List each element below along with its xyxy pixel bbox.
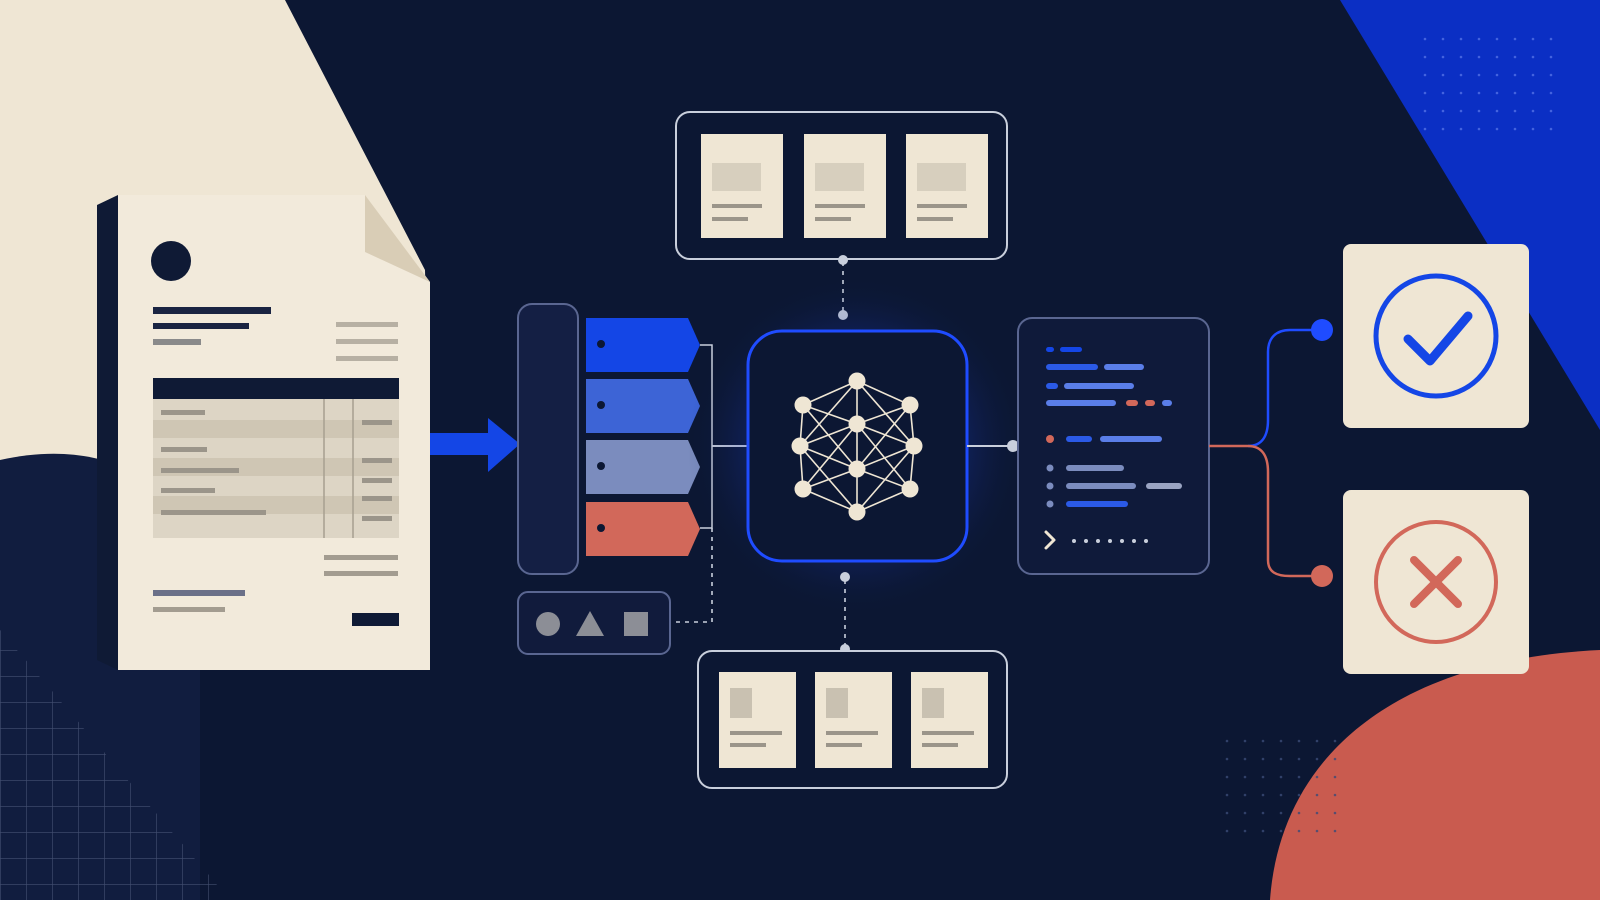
invoice-total-line [324, 571, 398, 576]
invoice-cell-line [362, 496, 392, 501]
example-card [701, 134, 783, 238]
tag-mid-blue [586, 379, 700, 433]
example-card [906, 134, 988, 238]
background-dots-bottom-right [1225, 730, 1340, 840]
invoice-cell-line [161, 410, 205, 415]
invoice-cell-line [362, 458, 392, 463]
background-dots-top-right [1415, 30, 1565, 145]
neural-network-icon [799, 380, 915, 513]
invoice-text-line [336, 322, 398, 327]
invoice-cell-line [161, 510, 266, 515]
invoice-heading-line [153, 323, 249, 329]
invoice-corner-fold [365, 195, 430, 282]
invoice-total-line [324, 555, 398, 560]
circle-icon [536, 612, 560, 636]
invoice-table-header [153, 378, 399, 399]
invoice-heading-line [153, 307, 271, 314]
checkmark-icon [1403, 311, 1473, 366]
example-card [719, 672, 796, 768]
chevron-right-icon [1044, 530, 1056, 550]
invoice-cell-line [362, 516, 392, 521]
x-mark-icon [1410, 556, 1462, 608]
code-output-icon [1017, 317, 1210, 575]
invoice-footer-line [153, 590, 245, 596]
background-red-circle [1270, 650, 1600, 900]
tag-slate [586, 440, 700, 494]
invoice-document-icon [97, 195, 430, 670]
invoice-text-line [153, 339, 201, 345]
tag-red [586, 502, 700, 556]
invoice-cell-line [161, 447, 207, 452]
decision-connectors [1209, 319, 1333, 587]
prompt-dots [1072, 539, 1148, 543]
invoice-cell-line [362, 478, 392, 483]
shapes-panel [517, 591, 671, 655]
top-examples-panel [675, 111, 1008, 320]
arrow-right-icon [430, 418, 520, 472]
invoice-cell-line [161, 488, 215, 493]
tag-rail [517, 303, 579, 575]
example-card [815, 672, 892, 768]
invoice-table-row [153, 496, 399, 514]
tag-blue [586, 318, 700, 372]
connector-node [1007, 440, 1019, 452]
invoice-text-line [336, 339, 398, 344]
invoice-cell-line [362, 420, 392, 425]
invoice-text-line [336, 356, 398, 361]
result-rejected-card [1343, 490, 1529, 674]
connector-shapes-dotted [672, 528, 713, 623]
connector-node [840, 572, 850, 582]
invoice-logo [151, 241, 191, 281]
model-core [687, 276, 1027, 616]
neural-network-nodes [791, 372, 923, 521]
invoice-total-box [352, 613, 399, 626]
bottom-examples-panel [697, 572, 1008, 789]
example-card [911, 672, 988, 768]
invoice-cell-line [161, 468, 239, 473]
classification-panel [517, 303, 748, 623]
invoice-shadow-edge [97, 195, 118, 670]
connector-to-rejected [1247, 444, 1322, 578]
connector-to-approved [1247, 328, 1322, 448]
square-icon [624, 612, 648, 636]
connector-node [838, 255, 848, 265]
invoice-table-row [153, 420, 399, 438]
result-approved-card [1343, 244, 1529, 428]
invoice-footer-line [153, 607, 225, 612]
triangle-icon [576, 611, 604, 636]
example-card [804, 134, 886, 238]
